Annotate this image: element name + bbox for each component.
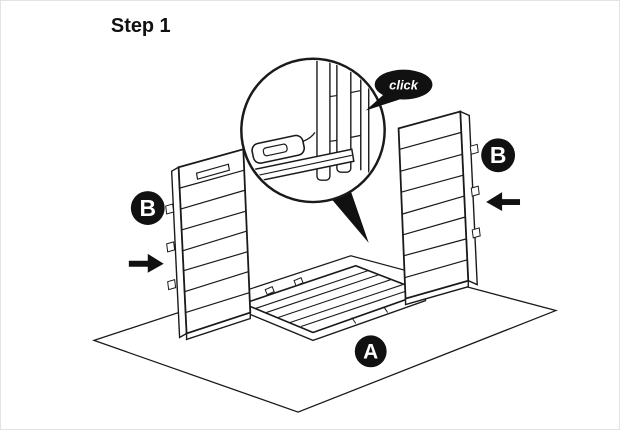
panel-edge-profile xyxy=(336,60,352,173)
slat-line xyxy=(179,169,245,189)
badge-letter: A xyxy=(363,340,378,363)
side-panel-left xyxy=(165,148,252,341)
slat-line xyxy=(181,210,247,231)
base-panel xyxy=(241,264,428,342)
label-badge-panel-right: B xyxy=(481,138,516,173)
detail-magnifier xyxy=(240,57,386,204)
slat-line xyxy=(182,230,248,252)
slat-line xyxy=(255,270,368,310)
slat-line xyxy=(183,251,248,272)
clip-tab xyxy=(383,306,389,313)
step-title: Step 1 xyxy=(111,15,171,37)
detail-line xyxy=(329,94,337,98)
slat-line xyxy=(185,292,250,314)
callout-label: click xyxy=(389,78,419,93)
snap-clip-body xyxy=(251,134,306,164)
clip-tab xyxy=(351,317,357,324)
detail-line xyxy=(350,134,361,138)
slat-line xyxy=(266,274,379,314)
base-panel-clip-tabs xyxy=(264,277,389,324)
badge-letter: B xyxy=(490,142,507,168)
badge-letter: B xyxy=(139,195,156,221)
clip-tab xyxy=(165,203,175,215)
detail-line xyxy=(246,188,266,194)
panel-clip-tabs xyxy=(165,203,177,291)
label-badge-panel-left: B xyxy=(130,191,165,225)
clip-tab xyxy=(293,277,304,287)
snap-clip-slot xyxy=(262,143,288,157)
ground-plane xyxy=(92,255,558,413)
panel-slats xyxy=(399,131,468,279)
slat-line xyxy=(180,189,246,210)
slat-line xyxy=(184,271,249,293)
side-panel-right xyxy=(397,110,481,306)
clip-tab xyxy=(471,227,481,239)
clip-tab xyxy=(167,279,177,291)
badge-circle xyxy=(481,138,516,173)
badge-circle xyxy=(354,335,387,368)
slat-line xyxy=(277,279,391,319)
detail-line xyxy=(302,132,316,142)
slat-line xyxy=(400,153,463,172)
snap-clip xyxy=(251,134,306,164)
badge-circle xyxy=(130,191,165,225)
slat-line xyxy=(289,284,403,324)
slat-line xyxy=(300,288,414,327)
panel-clip-tabs xyxy=(469,143,481,239)
clip-tab xyxy=(469,143,479,155)
arrow-right-icon xyxy=(128,253,164,273)
ground-plane-outline xyxy=(92,255,558,413)
magnifier-circle xyxy=(240,57,386,204)
label-badge-base: A xyxy=(354,335,387,368)
slat-line xyxy=(404,259,468,279)
slat-line xyxy=(399,131,462,150)
panel-edge-profile xyxy=(316,60,331,181)
clip-tab xyxy=(264,286,275,296)
clip-tab xyxy=(470,185,480,197)
detail-line xyxy=(350,89,361,94)
detail-line xyxy=(329,139,337,142)
panel-handle-slot xyxy=(195,163,231,180)
clip-tab xyxy=(166,241,176,253)
panel-slats xyxy=(179,169,250,314)
slat-line xyxy=(402,195,465,215)
slat-line xyxy=(403,238,467,257)
arrow-left-icon xyxy=(486,192,521,212)
callout-bubble xyxy=(374,69,433,100)
base-panel-slats xyxy=(255,270,414,327)
slat-line xyxy=(401,174,464,193)
click-callout: click xyxy=(365,69,433,111)
detail-pointer-wedge xyxy=(329,191,369,243)
detail-line xyxy=(251,195,271,201)
slat-line xyxy=(402,216,466,236)
magnifier-detail-drawing xyxy=(243,60,370,201)
